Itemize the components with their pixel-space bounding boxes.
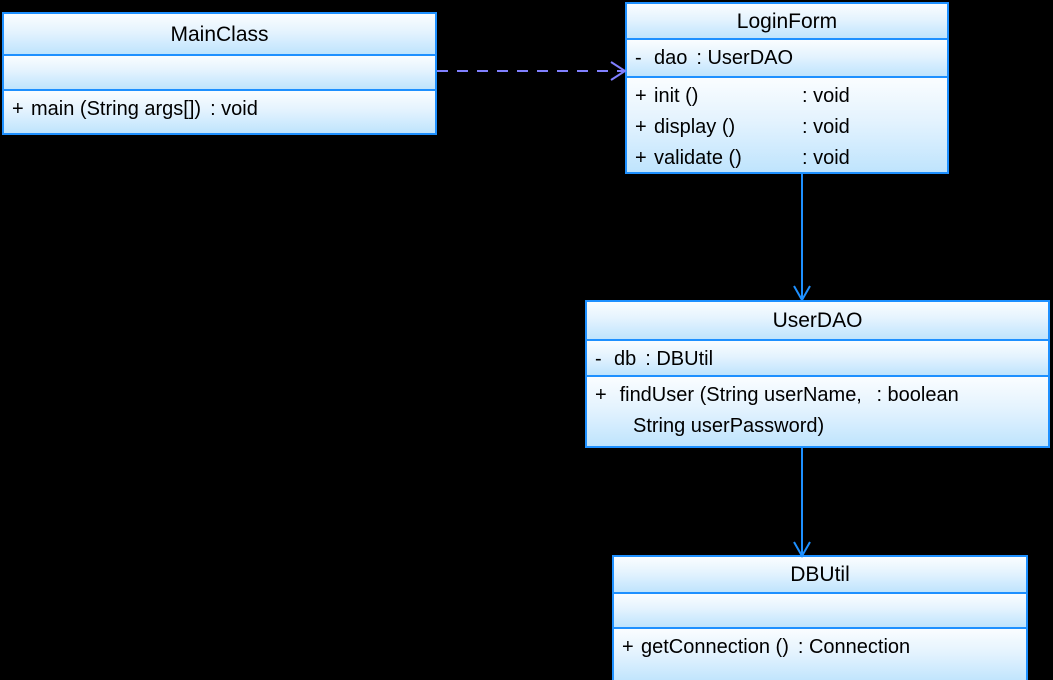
attributes-compartment-loginform: - dao : UserDAO <box>627 38 947 76</box>
method-signature: main (String args[]) <box>31 98 202 120</box>
class-box-mainclass[interactable]: MainClass + main (String args[]) : void <box>2 12 437 135</box>
methods-compartment-loginform: + init () : void + display () : void + v… <box>627 76 947 172</box>
class-name-userdao: UserDAO <box>587 302 1048 339</box>
visibility-marker: - <box>595 348 602 370</box>
method-row: + main (String args[]) : void <box>12 94 435 125</box>
visibility-marker: + <box>595 384 607 406</box>
method-return-type: : void <box>802 85 850 107</box>
attribute-name: dao <box>654 47 688 69</box>
attributes-compartment-mainclass <box>4 54 435 89</box>
attribute-name: db <box>614 348 637 370</box>
visibility-marker: - <box>635 47 642 69</box>
method-row: + display () : void <box>635 112 947 143</box>
method-signature: findUser (String userName, <box>619 384 862 406</box>
visibility-marker: + <box>635 147 647 169</box>
association-arrow-loginform-to-userdao <box>787 174 819 303</box>
method-signature-continuation: String userPassword) <box>633 415 825 437</box>
attribute-type: : UserDAO <box>696 47 794 69</box>
visibility-marker: + <box>635 116 647 138</box>
visibility-marker: + <box>622 636 634 658</box>
class-name-dbutil: DBUtil <box>614 557 1026 592</box>
method-row: + validate () : void <box>635 143 947 172</box>
class-name-loginform: LoginForm <box>627 4 947 38</box>
class-box-dbutil[interactable]: DBUtil + getConnection () : Connection <box>612 555 1028 680</box>
method-signature: getConnection () <box>641 636 789 658</box>
attribute-type: : DBUtil <box>645 348 714 370</box>
open-arrowhead-icon <box>793 285 811 303</box>
class-box-userdao[interactable]: UserDAO - db : DBUtil + findUser (String… <box>585 300 1050 448</box>
method-row: + findUser (String userName, : boolean S… <box>595 380 1048 442</box>
visibility-marker: + <box>635 85 647 107</box>
method-signature: display () <box>654 116 736 138</box>
method-return-type: : void <box>210 98 258 120</box>
open-arrowhead-icon <box>793 541 811 559</box>
method-row: + getConnection () : Connection <box>622 632 1026 663</box>
visibility-marker: + <box>12 98 24 120</box>
class-box-loginform[interactable]: LoginForm - dao : UserDAO + init () : vo… <box>625 2 949 174</box>
method-row: + init () : void <box>635 81 947 112</box>
method-signature: validate () <box>654 147 742 169</box>
method-return-type: : void <box>802 147 850 169</box>
dependency-arrow-mainclass-to-loginform <box>437 56 627 88</box>
open-arrowhead-icon <box>610 61 627 81</box>
attributes-compartment-dbutil <box>614 592 1026 627</box>
method-return-type: : void <box>802 116 850 138</box>
method-return-type: : Connection <box>797 636 911 658</box>
class-name-mainclass: MainClass <box>4 14 435 54</box>
attribute-row: - dao : UserDAO <box>635 43 947 74</box>
method-return-type: : boolean <box>876 384 959 406</box>
methods-compartment-dbutil: + getConnection () : Connection <box>614 627 1026 680</box>
attributes-compartment-userdao: - db : DBUtil <box>587 339 1048 375</box>
method-signature: init () <box>654 85 699 107</box>
methods-compartment-mainclass: + main (String args[]) : void <box>4 89 435 133</box>
attribute-row: - db : DBUtil <box>595 344 1048 375</box>
methods-compartment-userdao: + findUser (String userName, : boolean S… <box>587 375 1048 446</box>
association-arrow-userdao-to-dbutil <box>787 448 819 559</box>
